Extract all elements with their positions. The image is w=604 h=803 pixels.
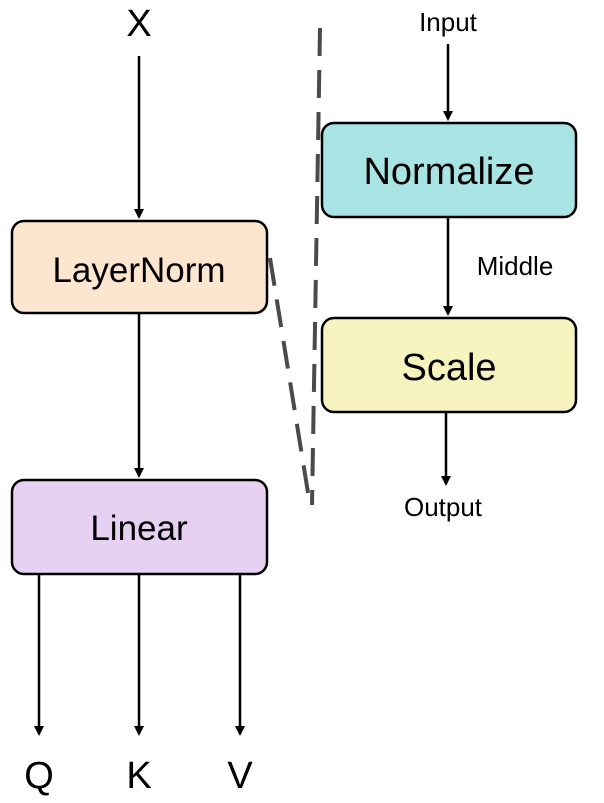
expansion-dashed-line [310,27,322,506]
normalize-box: Normalize [320,121,578,219]
output-label: Output [404,492,483,522]
output-v-label: V [227,755,253,797]
normalize-label: Normalize [363,151,534,193]
output-k-label: K [126,755,151,797]
input-x-label: X [126,3,151,45]
middle-label: Middle [477,251,554,281]
input-label: Input [419,7,478,37]
scale-label: Scale [401,347,496,389]
expansion-dashed-line-lower [268,257,312,506]
linear-box: Linear [10,478,269,576]
scale-box-shape [320,316,578,414]
output-q-label: Q [24,755,54,797]
linear-label: Linear [90,509,188,548]
scale-box: Scale [320,316,578,414]
layernorm-label: LayerNorm [52,251,225,290]
layernorm-box: LayerNorm [10,219,269,315]
